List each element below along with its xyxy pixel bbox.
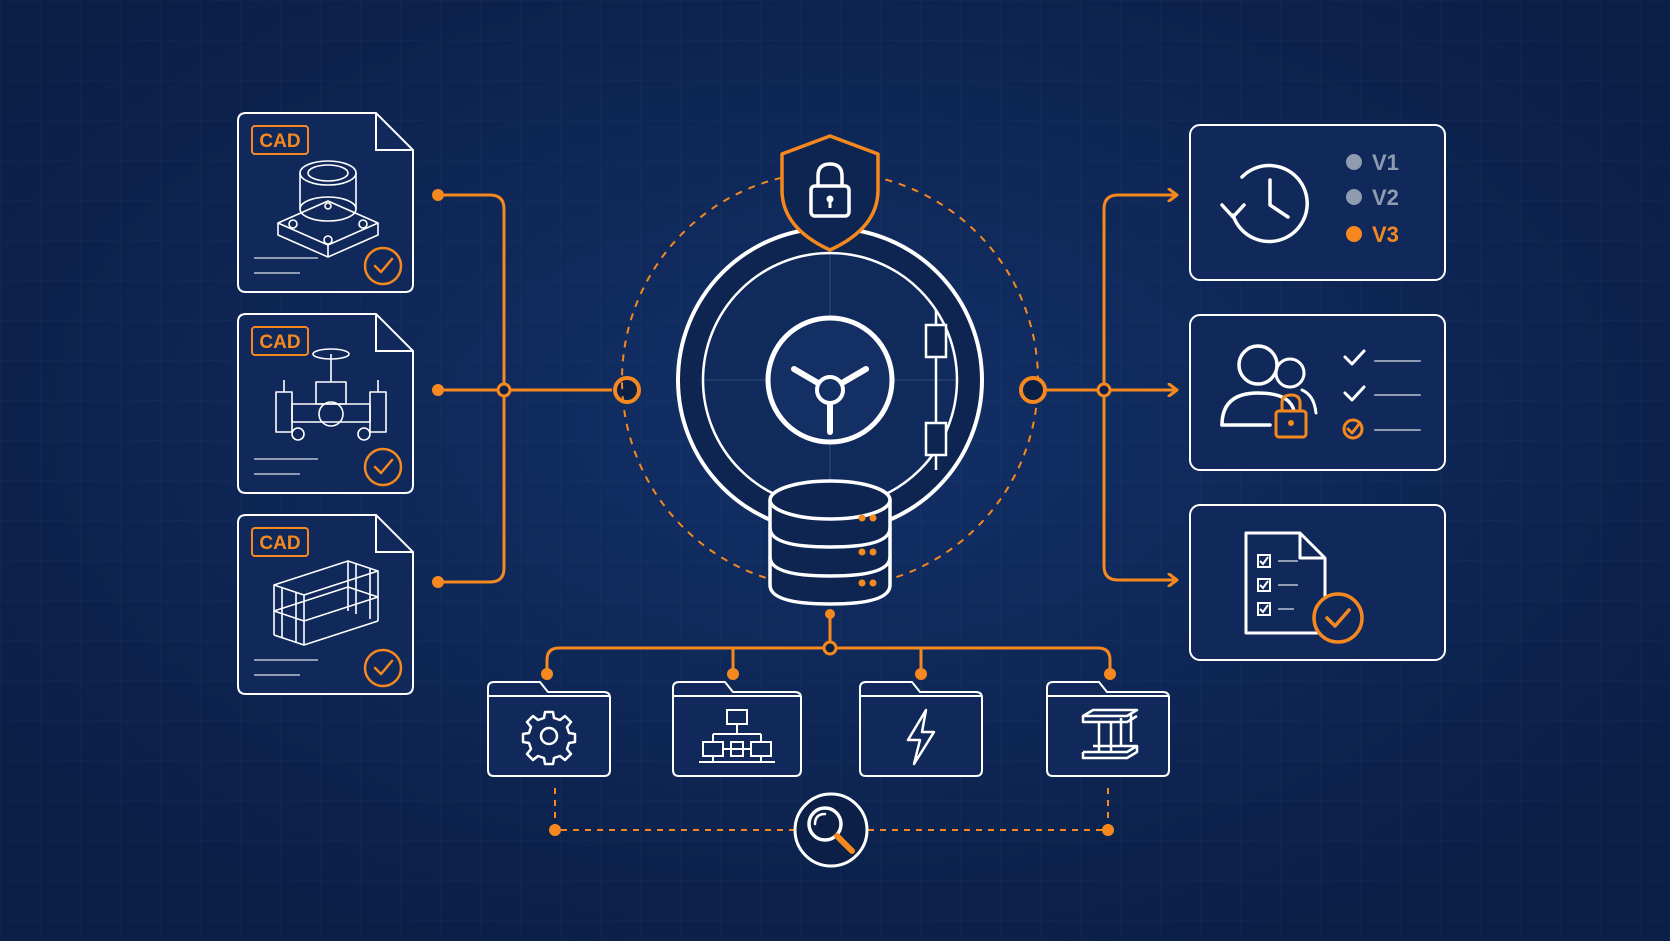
valve-assembly-drawing-icon [275,348,387,441]
folder-card[interactable] [487,681,611,777]
connector-dot [727,668,739,680]
gear-icon [521,710,577,766]
version-label-v3: V3 [1372,222,1399,247]
version-history-card[interactable]: V1 V2 V3 [1189,124,1446,281]
cad-tag-box [251,527,309,557]
check-circle-icon [363,648,403,688]
cad-tag-box [251,125,309,155]
cad-document-list: CAD CAD [237,112,414,695]
version-dot-v1 [1346,154,1362,170]
steel-beam-icon [1081,708,1139,760]
access-control-card[interactable] [1189,314,1446,471]
flange-drawing-icon [277,160,379,258]
version-dot-v2 [1346,189,1362,205]
vault-input-port [613,376,641,404]
central-vault [621,134,1039,606]
flowchart-icon [699,709,775,763]
cad-tag-label: CAD [259,533,300,554]
database-server-icon [768,479,892,606]
cad-document-card[interactable]: CAD [237,112,414,293]
checklist-approved-icon [1244,531,1364,644]
connector-dot [1102,824,1114,836]
cad-tag-box [251,326,309,356]
cad-tag-label: CAD [259,131,300,152]
connector-dot [825,609,835,619]
connector-dot [549,824,561,836]
cad-tag-label: CAD [259,332,300,353]
connector-dot [432,576,444,588]
connector-dot [432,384,444,396]
version-label-v2: V2 [1372,185,1399,210]
check-circle-icon [363,246,403,286]
junction-node [822,640,838,656]
connector-dot [432,189,444,201]
folder-card[interactable] [859,681,983,777]
version-dot-v3 [1346,226,1362,242]
vault-output-port [1019,376,1047,404]
version-label-v1: V1 [1372,150,1399,175]
shield-lock-icon [780,134,880,252]
connector-dot [541,668,553,680]
junction-node [496,382,512,398]
connector-dot [1104,668,1116,680]
search-icon[interactable] [793,792,869,868]
steel-frame-drawing-icon [273,560,379,646]
folder-card[interactable] [672,681,802,777]
approval-checklist-card[interactable] [1189,504,1446,661]
history-clock-icon [1220,163,1309,244]
junction-node [1096,382,1112,398]
cad-document-card[interactable]: CAD [237,313,414,494]
check-circle-icon [363,447,403,487]
vault-safe-icon [676,226,984,534]
folder-card[interactable] [1046,681,1170,777]
users-lock-icon [1220,344,1318,439]
folder-list [487,681,1170,777]
connector-dot [915,668,927,680]
permission-checklist [1342,349,1421,440]
lightning-icon [906,708,936,766]
cad-document-card[interactable]: CAD [237,514,414,695]
